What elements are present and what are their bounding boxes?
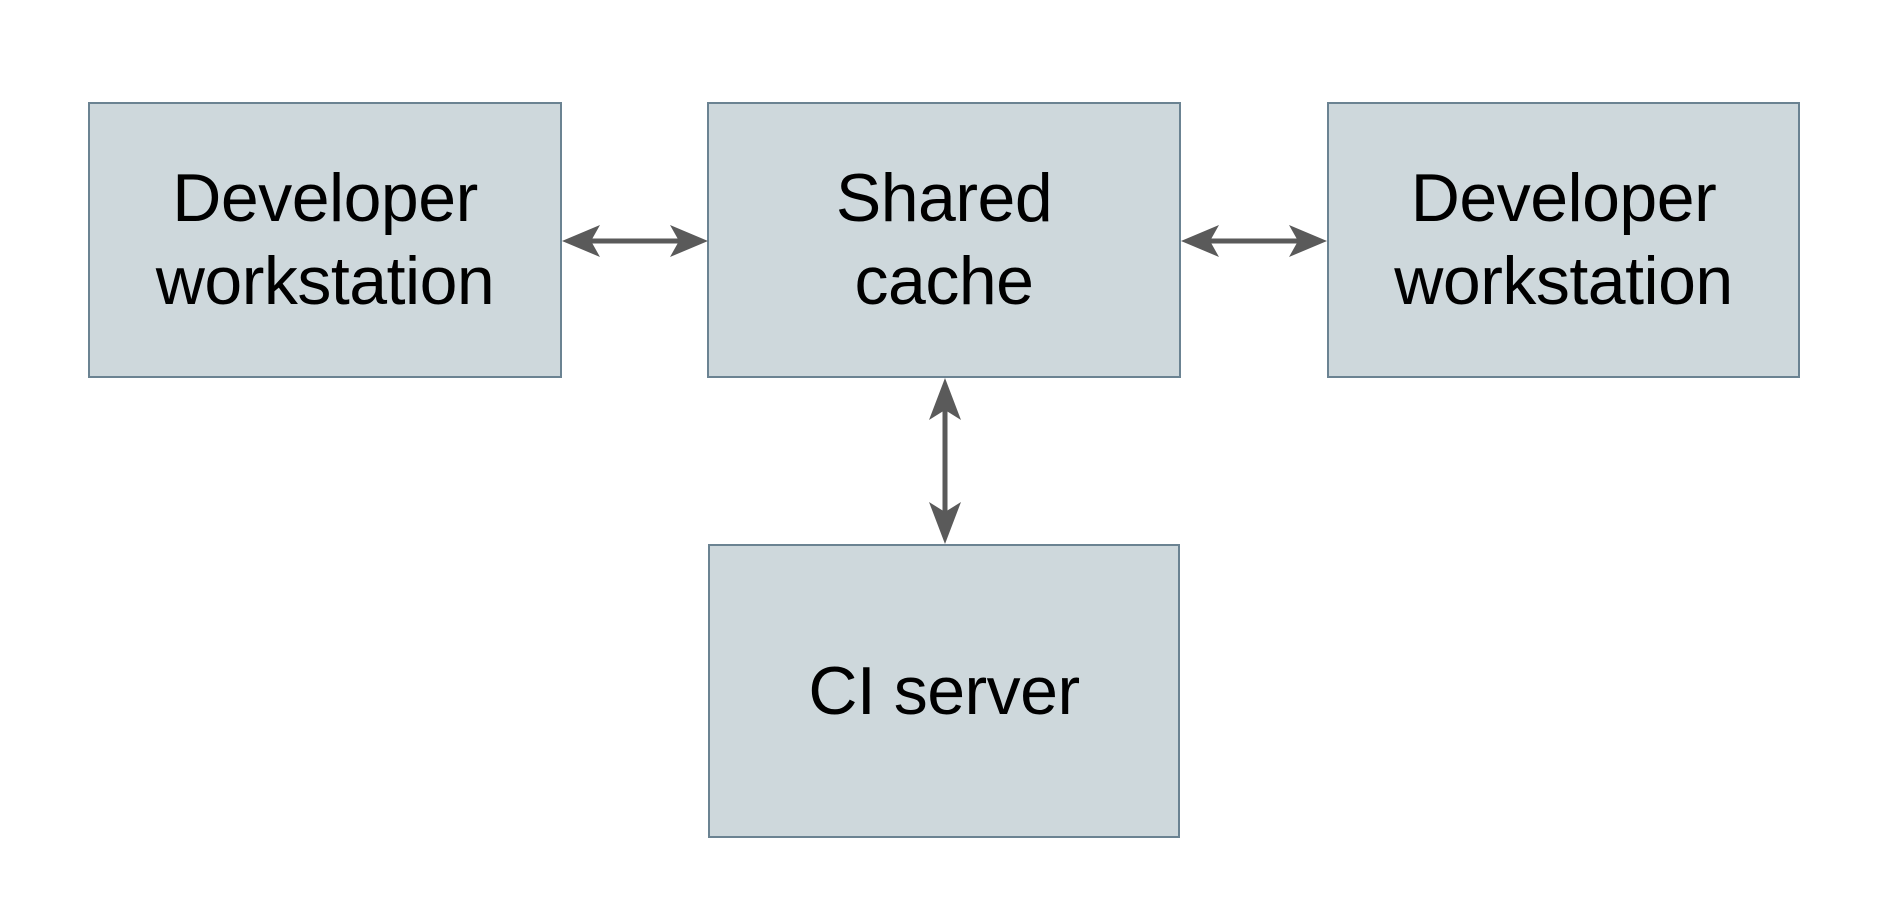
edge-shared-cache-to-developer-right[interactable] (1179, 214, 1329, 268)
double-arrow-vertical-icon (929, 378, 961, 544)
node-developer-workstation-right[interactable]: Developer workstation (1327, 102, 1800, 378)
node-ci-server[interactable]: CI server (708, 544, 1180, 838)
edge-developer-left-to-shared-cache[interactable] (560, 214, 710, 268)
node-label: Developer workstation (155, 160, 495, 319)
edge-shared-cache-to-ci-server[interactable] (918, 376, 972, 546)
node-developer-workstation-left[interactable]: Developer workstation (88, 102, 562, 378)
node-label: Shared cache (835, 160, 1053, 319)
double-arrow-horizontal-icon (1181, 225, 1327, 257)
node-label: CI server (808, 652, 1080, 729)
double-arrow-horizontal-icon (562, 225, 708, 257)
node-shared-cache[interactable]: Shared cache (707, 102, 1181, 378)
node-label: Developer workstation (1394, 160, 1733, 319)
